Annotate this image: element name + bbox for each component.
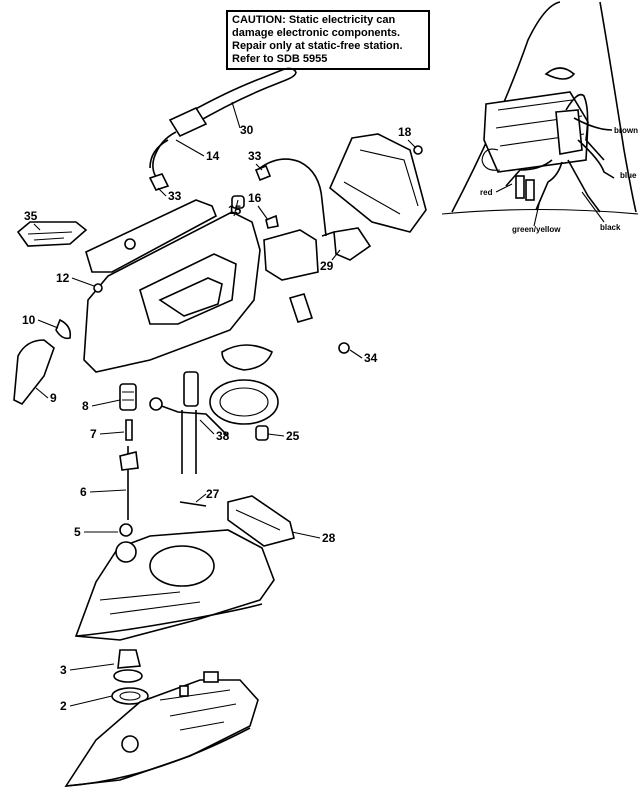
callout-7: 7	[90, 427, 97, 441]
wire-label-blue: blue	[620, 171, 637, 180]
callout-9: 9	[50, 391, 57, 405]
callout-35: 35	[24, 209, 38, 223]
callout-38: 38	[216, 429, 230, 443]
wire-label-brown: brown	[614, 126, 638, 135]
callout-28: 28	[322, 531, 336, 545]
callout-30: 30	[240, 123, 254, 137]
power-cord	[148, 67, 297, 191]
callout-14: 14	[206, 149, 220, 163]
callout-8: 8	[82, 399, 89, 413]
wire-label-green-yellow: green/yellow	[512, 225, 561, 234]
callout-27: 27	[206, 487, 220, 501]
part-callouts: 2 3 5 6 7 8 9 10 12 14 15 16 18 25 27 28…	[22, 101, 417, 713]
callout-18: 18	[398, 125, 412, 139]
wiring-inset: brown blue red green/yellow black	[441, 1, 638, 234]
callout-34: 34	[364, 351, 378, 365]
callout-15: 15	[228, 203, 242, 217]
callout-29: 29	[320, 259, 334, 273]
callout-25: 25	[286, 429, 300, 443]
electronics-parts	[254, 133, 427, 354]
caution-line-4: Refer to SDB 5955	[232, 53, 328, 65]
callout-33-right: 33	[248, 149, 262, 163]
handle-parts	[13, 195, 279, 406]
callout-2: 2	[60, 699, 67, 713]
caution-line-1: CAUTION: Static electricity can	[232, 14, 396, 26]
callout-5: 5	[74, 525, 81, 539]
caution-note: CAUTION: Static electricity can damage e…	[226, 10, 430, 70]
valve-and-thermostat	[119, 344, 295, 547]
callout-33-left: 33	[168, 189, 182, 203]
soleplate	[64, 649, 259, 787]
callout-10: 10	[22, 313, 36, 327]
callout-16: 16	[248, 191, 262, 205]
wire-label-black: black	[600, 223, 621, 232]
callout-6: 6	[80, 485, 87, 499]
callout-3: 3	[60, 663, 67, 677]
caution-line-3: Repair only at static-free station.	[232, 40, 403, 52]
callout-12: 12	[56, 271, 70, 285]
iron-body	[74, 529, 275, 641]
wire-label-red: red	[480, 188, 493, 197]
caution-line-2: damage electronic components.	[232, 27, 401, 39]
